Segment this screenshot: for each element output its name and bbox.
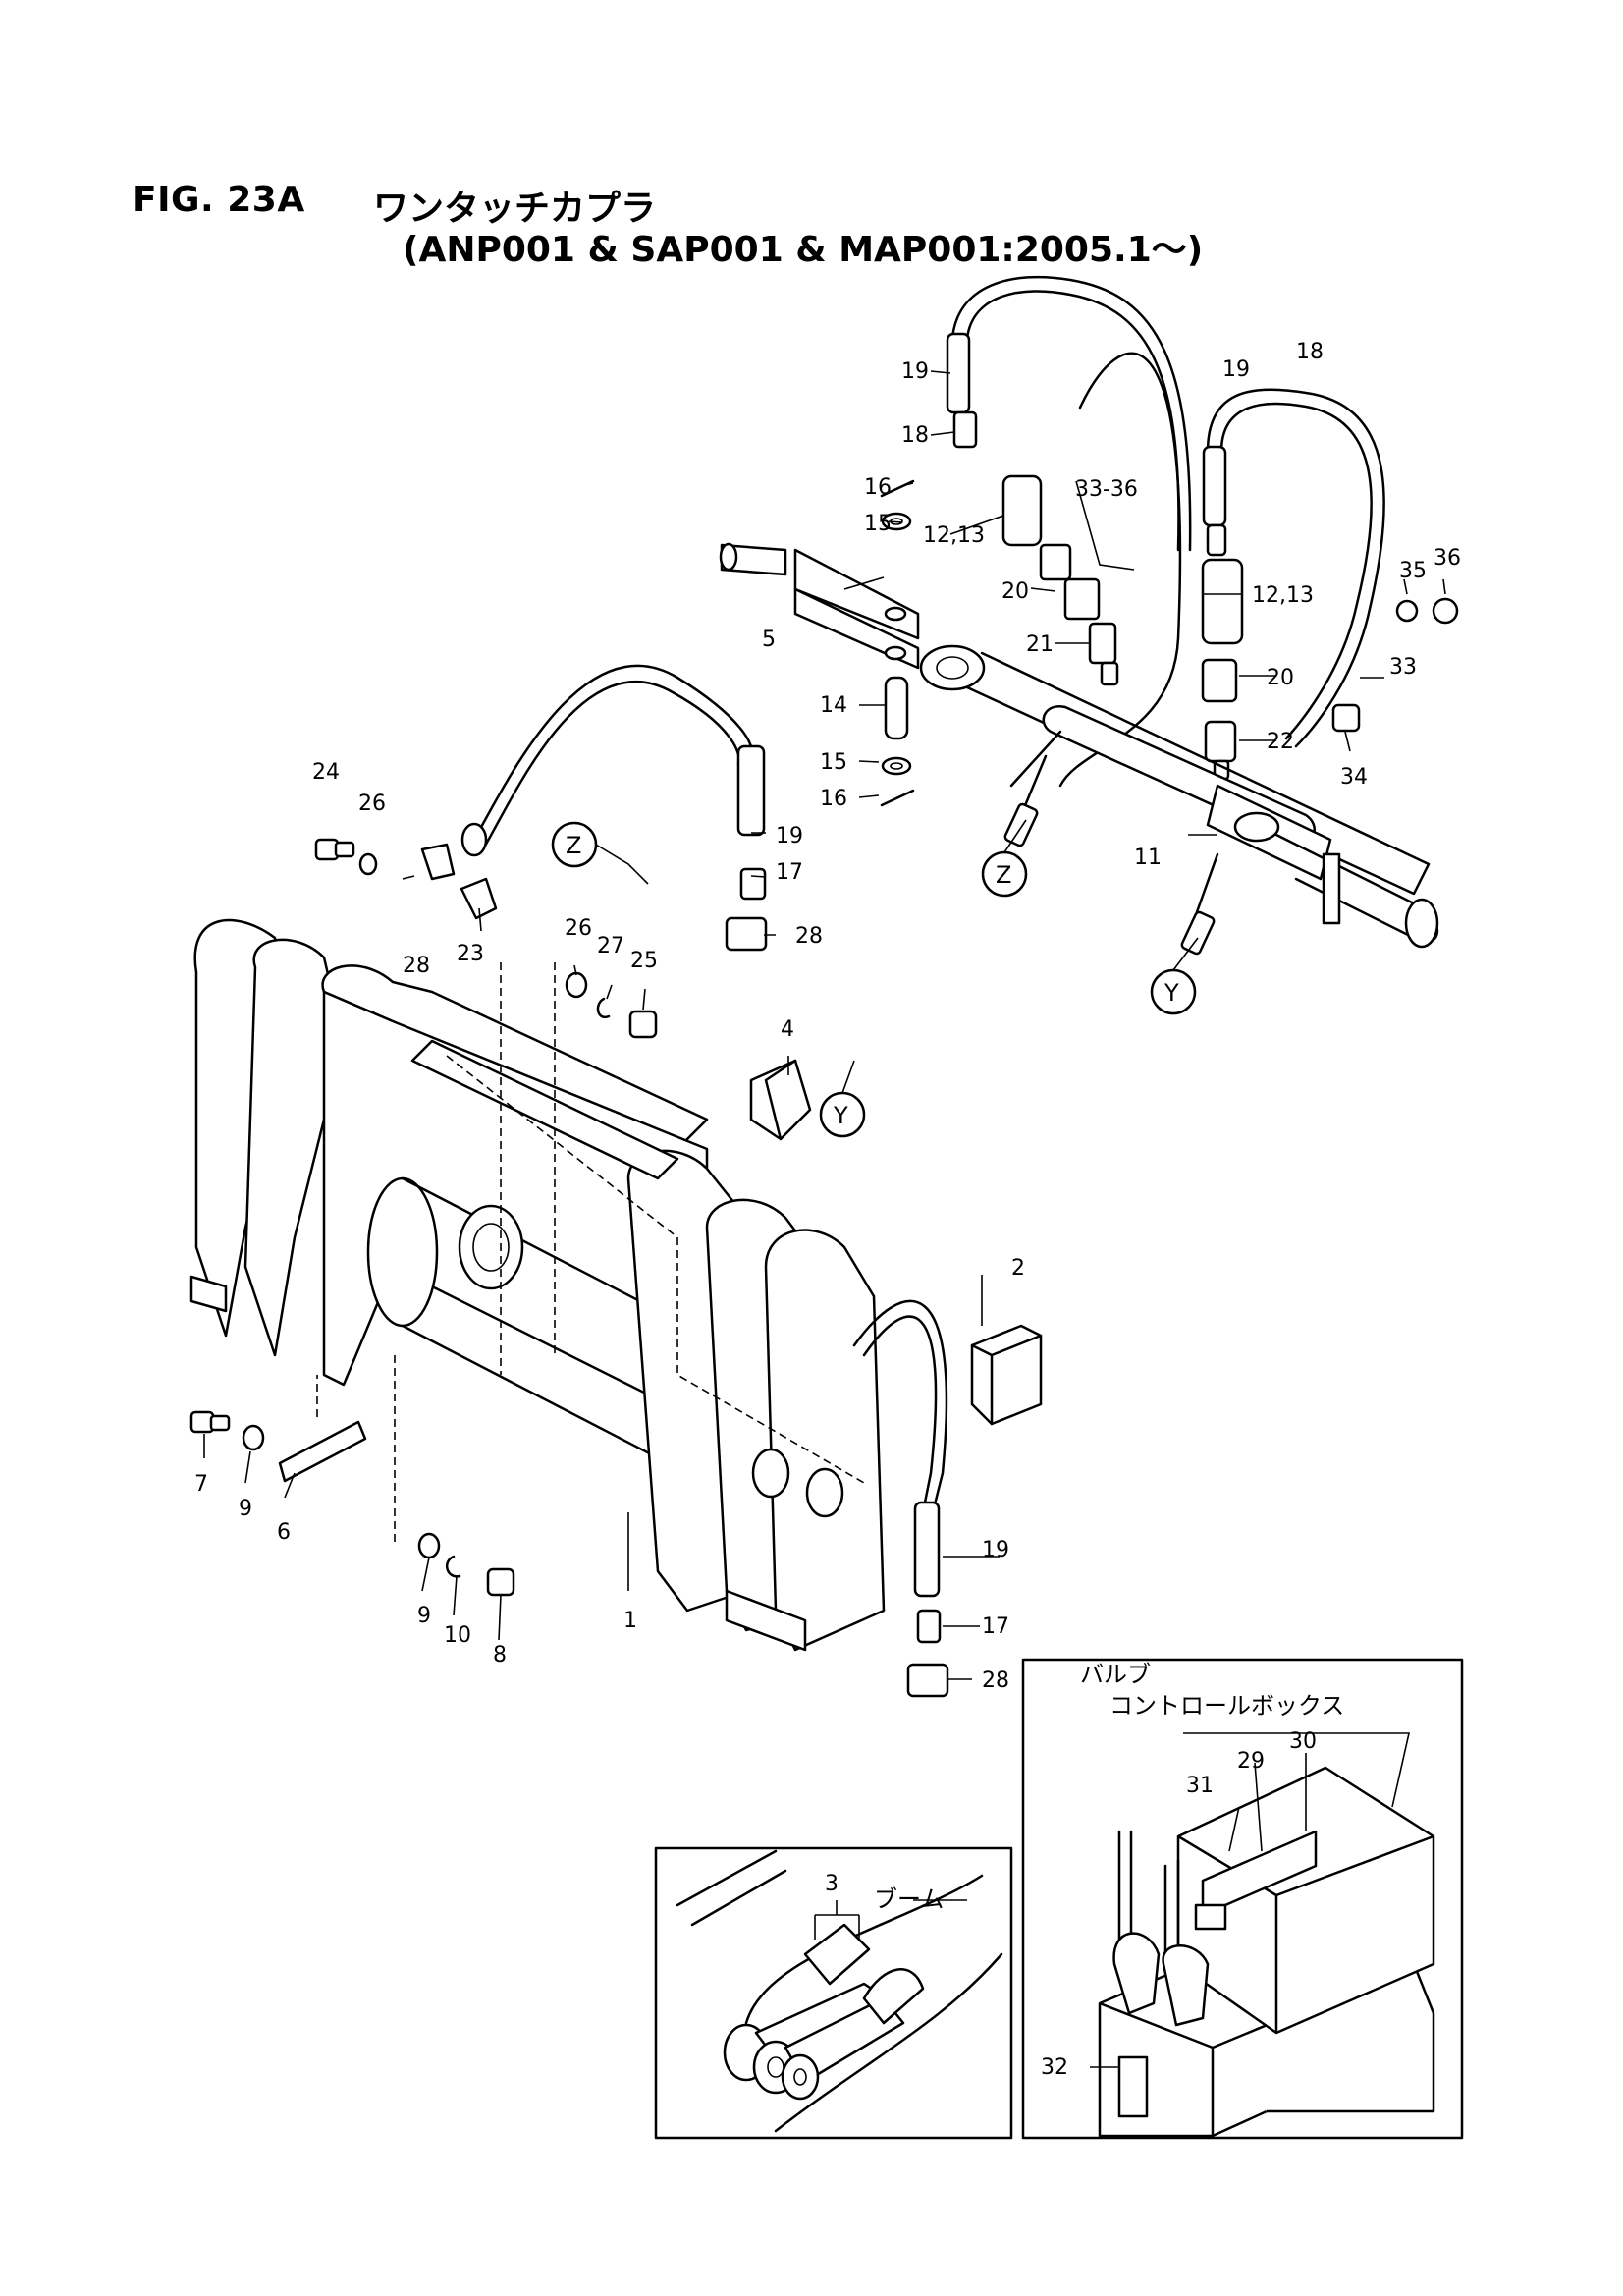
hose-left-z <box>460 664 767 901</box>
callout-27: 27 <box>597 934 624 958</box>
valve-label-line2: コントロールボックス <box>1109 1692 1344 1720</box>
hose-fitting-19b <box>1202 445 1227 527</box>
callout-17b: 17 <box>982 1614 1009 1639</box>
callout-2: 2 <box>1011 1256 1025 1281</box>
fittings-center <box>1001 474 1119 686</box>
callout-36: 36 <box>1434 546 1461 571</box>
callout-16a: 16 <box>864 475 892 500</box>
valve-label-line1: バルブ <box>1080 1661 1151 1688</box>
callout-16b: 16 <box>820 787 847 811</box>
figure-number: FIG. 23A <box>133 180 305 220</box>
callout-21: 21 <box>1026 632 1054 657</box>
hose-lower-right <box>852 1299 948 1644</box>
callout-19d: 19 <box>982 1538 1009 1562</box>
callout-12-13b: 12,13 <box>1252 583 1314 608</box>
block-part-2 <box>970 1324 1043 1426</box>
figure-models: (ANP001 & SAP001 & MAP001:2005.1〜) <box>403 230 1204 270</box>
callout-24: 24 <box>312 760 340 785</box>
leader-lines <box>203 370 1446 1680</box>
fittings-right <box>1201 558 1459 781</box>
callout-31: 31 <box>1186 1774 1214 1798</box>
callout-28c: 28 <box>982 1668 1009 1693</box>
callout-23: 23 <box>457 942 484 966</box>
callout-30: 30 <box>1289 1729 1317 1754</box>
callout-34: 34 <box>1340 765 1368 790</box>
callout-12-13a: 12,13 <box>923 523 985 548</box>
callout-9a: 9 <box>239 1497 252 1521</box>
inset-boom: 3 ブーム <box>654 1846 1013 2140</box>
callout-33-36: 33-36 <box>1075 477 1138 502</box>
callout-28a: 28 <box>403 954 430 978</box>
callout-15a: 15 <box>864 512 892 536</box>
callout-3: 3 <box>825 1872 839 1896</box>
callout-35: 35 <box>1399 559 1427 583</box>
callout-8: 8 <box>493 1643 507 1667</box>
connector-markers: Z Z Y Y <box>551 819 1199 1138</box>
callout-11: 11 <box>1134 846 1162 870</box>
cylinder-assembly <box>919 644 1439 949</box>
callout-4: 4 <box>781 1017 794 1042</box>
callout-22: 22 <box>1267 730 1294 754</box>
hose-fitting-18b <box>1206 523 1227 557</box>
callout-19a: 19 <box>901 359 929 384</box>
main-frame-part-1 <box>189 918 886 1652</box>
callout-20b: 20 <box>1267 666 1294 690</box>
fasteners-left <box>189 838 949 1698</box>
callout-19b: 19 <box>1222 357 1250 382</box>
connector-y-left-label: Y <box>833 1102 848 1129</box>
inset-valve-control-box: バルブ コントロールボックス 29 30 31 32 <box>1021 1658 1464 2140</box>
callout-15b: 15 <box>820 750 847 775</box>
callout-26a: 26 <box>358 792 386 816</box>
callout-33: 33 <box>1389 655 1417 680</box>
callout-17a: 17 <box>776 860 803 885</box>
callout-26b: 26 <box>565 916 592 941</box>
callout-7: 7 <box>194 1472 208 1497</box>
callout-28b: 28 <box>795 924 823 949</box>
callout-14: 14 <box>820 693 847 718</box>
hose-fitting-18a <box>952 410 978 449</box>
callout-18b: 18 <box>1296 340 1324 364</box>
callout-20a: 20 <box>1001 579 1029 604</box>
callout-29: 29 <box>1237 1749 1265 1774</box>
callout-18a: 18 <box>901 423 929 448</box>
connector-z-lower-label: Z <box>996 861 1011 889</box>
bracket-part-5 <box>719 479 920 807</box>
callout-6: 6 <box>277 1520 291 1545</box>
hose-upper-right <box>1202 388 1385 748</box>
callout-32: 32 <box>1041 2055 1068 2080</box>
callout-1: 1 <box>623 1609 637 1633</box>
callout-10: 10 <box>444 1623 471 1648</box>
callouts: 19 18 19 18 16 15 12,13 33-36 12,13 35 3… <box>194 340 1461 1693</box>
block-part-4 <box>749 1059 812 1141</box>
connector-z-upper-label: Z <box>566 832 581 859</box>
callout-5: 5 <box>762 628 776 652</box>
callout-9b: 9 <box>417 1604 431 1628</box>
callout-25: 25 <box>630 949 658 973</box>
connector-y-right-label: Y <box>1163 979 1179 1007</box>
boom-label: ブーム <box>874 1886 944 1913</box>
hose-z-y-ends <box>1003 754 1216 956</box>
callout-19c: 19 <box>776 824 803 848</box>
figure-name: ワンタッチカプラ <box>373 189 657 229</box>
hose-fitting-19a <box>946 332 971 414</box>
